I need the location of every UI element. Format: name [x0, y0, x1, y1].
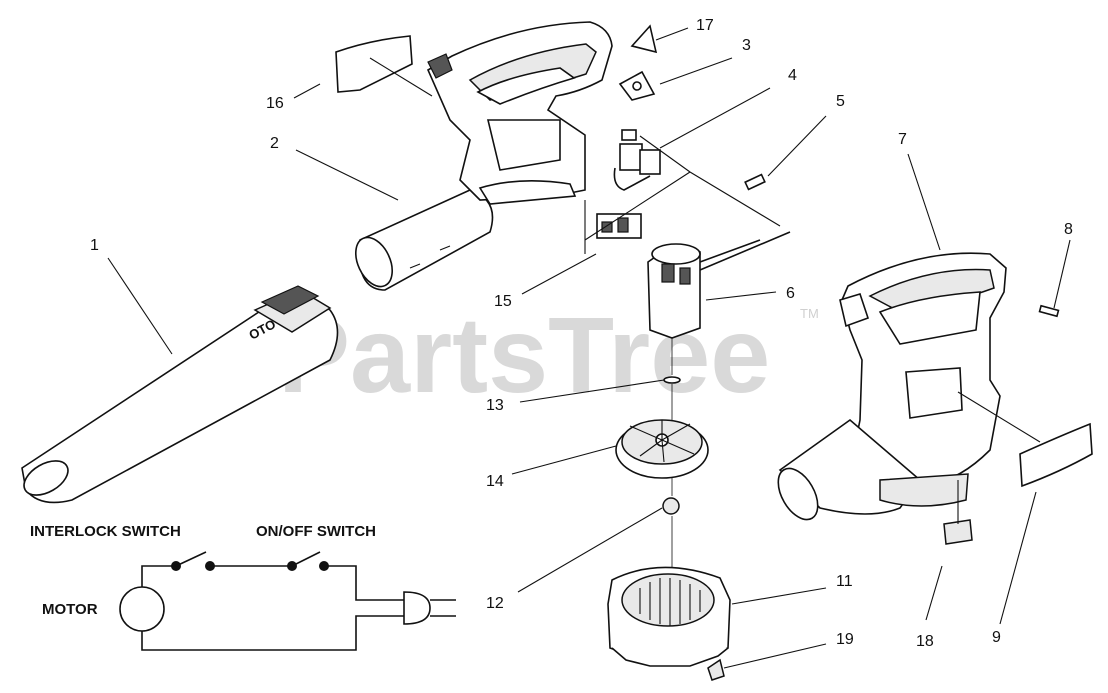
part-12-nut: [662, 478, 680, 568]
leader-14: [511, 445, 617, 475]
callout-5: 5: [836, 93, 845, 110]
motor-label: MOTOR: [42, 601, 98, 618]
callout-11: 11: [836, 573, 853, 590]
callout-17: 17: [696, 17, 714, 34]
leader-16: [293, 83, 321, 99]
interlock-switch-label: INTERLOCK SWITCH: [30, 523, 181, 540]
part-7-housing-right-half: [777, 252, 1007, 521]
wire-bottom: [141, 615, 404, 651]
part-blower-tube: OTO: [21, 285, 339, 504]
part-14-impeller: [615, 384, 709, 479]
callout-16: 16: [266, 95, 284, 112]
callout-1: 1: [90, 237, 99, 254]
wiring-schematic: INTERLOCK SWITCH ON/OFF SWITCH MOTOR: [30, 523, 456, 651]
onoff-switch-label: ON/OFF SWITCH: [256, 523, 376, 540]
part-4-switch-assembly: [613, 129, 661, 191]
callout-15: 15: [494, 293, 512, 310]
leader-18: [925, 565, 943, 621]
wire-right-top: [324, 565, 404, 601]
leader-2b: [957, 391, 1041, 443]
leader-19: [723, 643, 827, 669]
onoff-contact-b: [319, 561, 329, 571]
leader-1: [107, 257, 173, 355]
part-13-washer: [663, 376, 681, 384]
callout-4: 4: [788, 67, 797, 84]
part-5-screw: [744, 173, 766, 191]
interlock-lever: [175, 551, 207, 567]
part-6-motor: [647, 231, 791, 375]
part-18-label: [943, 519, 973, 545]
motor-symbol: [119, 586, 165, 632]
callout-8: 8: [1064, 221, 1073, 238]
leader-8: [1053, 239, 1071, 309]
plug-symbol: [403, 591, 431, 625]
leader-11: [731, 587, 827, 605]
onoff-lever: [291, 551, 321, 567]
part-8-screw: [1038, 304, 1060, 318]
callout-18: 18: [916, 633, 934, 650]
part-19-clip: [707, 658, 725, 681]
leader-3: [659, 57, 733, 85]
leader-2: [295, 149, 399, 201]
callout-13: 13: [486, 397, 504, 414]
leader-7: [907, 153, 941, 251]
leader-9: [999, 491, 1037, 625]
callout-14: 14: [486, 473, 504, 490]
leader-16b: [369, 57, 433, 97]
part-3-hole: [632, 81, 642, 91]
part-decal-16: [335, 35, 413, 93]
watermark-trademark: TM: [800, 306, 819, 321]
leader-13: [519, 379, 665, 403]
callout-7: 7: [898, 131, 907, 148]
leader-12: [517, 507, 663, 593]
wire-top: [141, 565, 176, 587]
interlock-contact-b: [205, 561, 215, 571]
part-housing-left-half: [426, 21, 613, 205]
leader-17: [655, 27, 689, 41]
leader-6: [705, 291, 777, 301]
assembly-line-switches: [584, 135, 781, 254]
leader-15: [521, 253, 597, 295]
part-housing-tube: [355, 189, 494, 291]
callout-9: 9: [992, 629, 1001, 646]
callout-19: 19: [836, 631, 854, 648]
callout-12: 12: [486, 595, 504, 612]
part-11-impeller-cover: [607, 566, 731, 667]
leader-5: [767, 115, 827, 177]
callout-2: 2: [270, 135, 279, 152]
callout-3: 3: [742, 37, 751, 54]
part-17-tab: [630, 24, 658, 54]
part-decal-9: [1019, 422, 1093, 488]
callout-6: 6: [786, 285, 795, 302]
leader-4: [659, 87, 771, 149]
